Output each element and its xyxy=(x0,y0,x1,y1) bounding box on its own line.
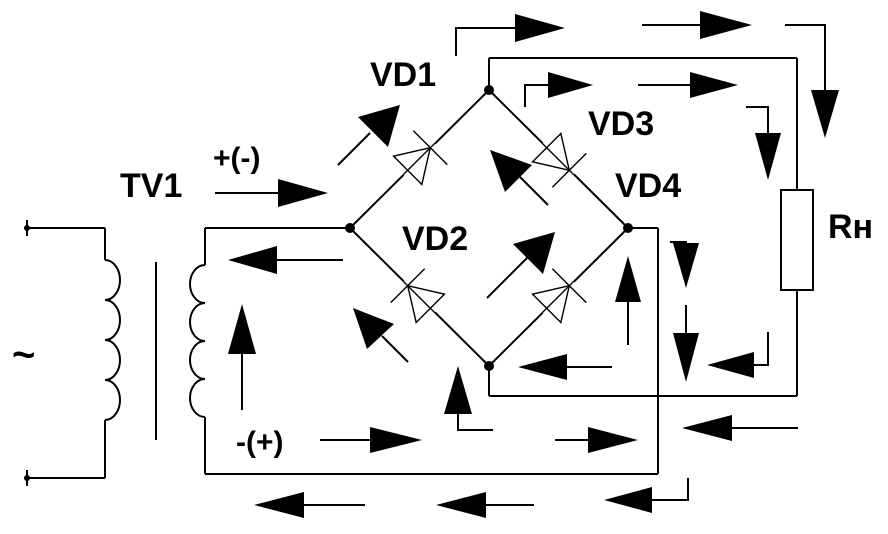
arrow-icon xyxy=(524,72,593,107)
arrow-icon xyxy=(785,24,839,138)
diode-vd1 xyxy=(389,129,449,189)
arrow-icon xyxy=(707,332,769,378)
arrow-icon xyxy=(228,246,343,274)
diode-vd3 xyxy=(528,129,588,189)
label-vd4: VD4 xyxy=(615,167,681,205)
arrow-icon xyxy=(486,232,555,299)
label-ac-source: ~ xyxy=(12,333,35,377)
label-load: Rн xyxy=(828,208,873,246)
arrow-icon xyxy=(337,105,400,166)
diode-vd2 xyxy=(389,267,449,327)
load-circuit xyxy=(488,57,798,397)
arrow-icon xyxy=(615,256,641,345)
arrow-icon xyxy=(353,308,409,363)
arrow-icon xyxy=(518,354,612,380)
transformer-primary xyxy=(24,220,121,486)
secondary-return-wire xyxy=(628,227,659,474)
arrow-icon xyxy=(642,11,752,39)
diode-vd4 xyxy=(528,267,588,327)
arrow-icon xyxy=(670,241,699,288)
label-vd2: VD2 xyxy=(402,220,468,258)
arrow-icon xyxy=(746,106,781,180)
arrow-icon xyxy=(254,492,365,518)
load-resistor xyxy=(780,189,814,291)
label-transformer: TV1 xyxy=(120,167,182,205)
label-polarity-bottom: -(+) xyxy=(236,426,284,459)
arrow-icon xyxy=(555,427,638,453)
arrow-icon xyxy=(215,179,328,207)
arrow-icon xyxy=(638,72,738,98)
current-arrows xyxy=(215,11,839,518)
arrow-icon xyxy=(455,14,565,56)
arrow-icon xyxy=(228,304,256,410)
label-vd3: VD3 xyxy=(588,105,654,143)
arrow-icon xyxy=(490,150,549,206)
arrow-icon xyxy=(320,427,422,453)
arrow-icon xyxy=(682,415,798,441)
arrow-icon xyxy=(604,478,689,513)
arrow-icon xyxy=(444,366,493,431)
label-vd1: VD1 xyxy=(370,56,436,94)
transformer-secondary xyxy=(189,227,658,475)
label-polarity-top: +(-) xyxy=(213,142,261,175)
arrow-icon xyxy=(436,492,534,518)
arrow-icon xyxy=(673,305,699,382)
